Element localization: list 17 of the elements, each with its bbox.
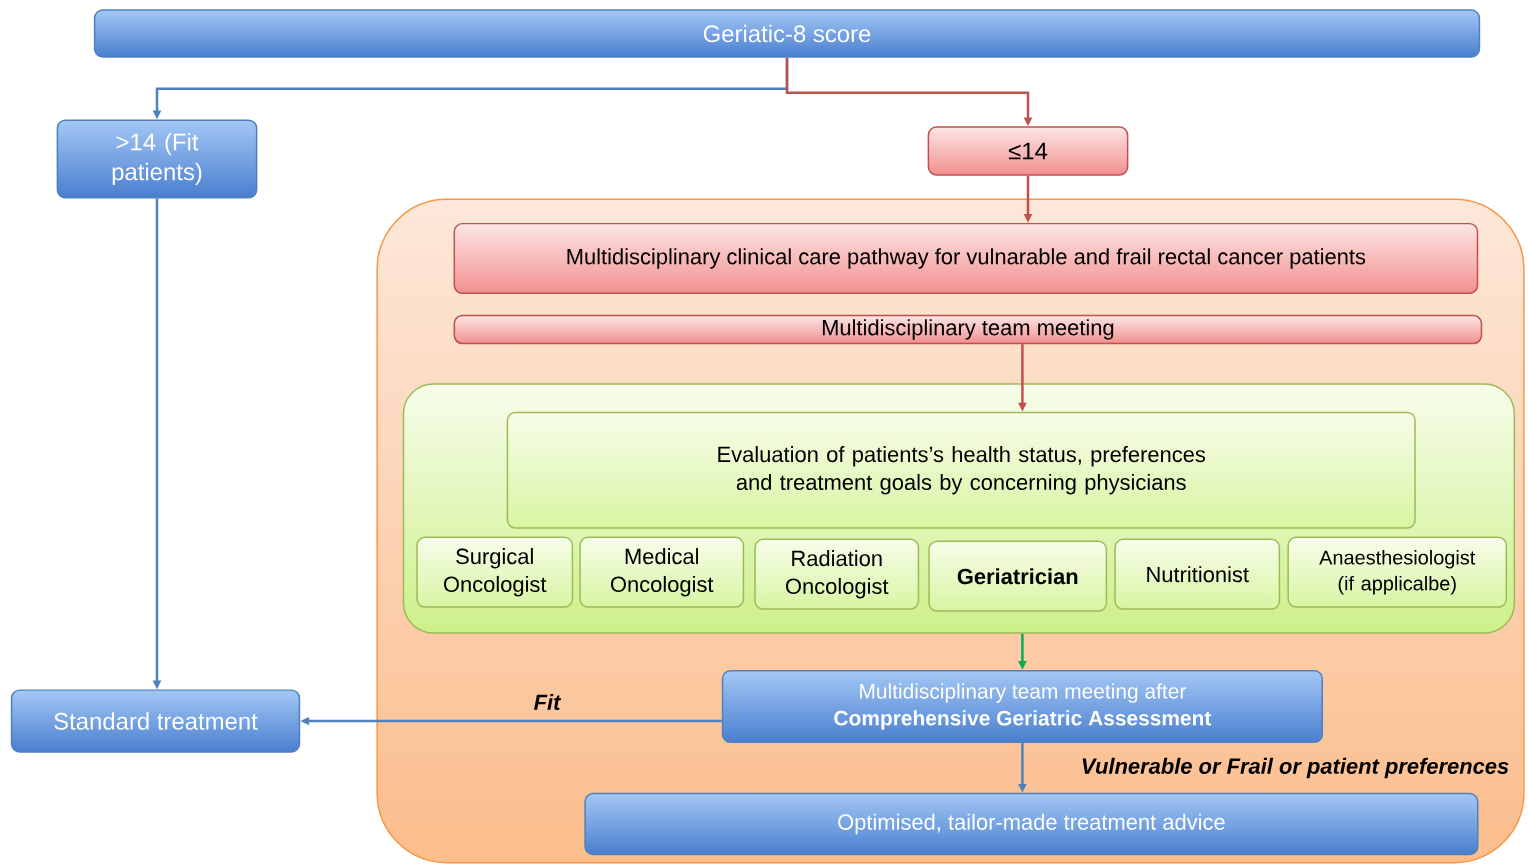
physician-box: Anaesthesiologist (if applicalbe) (1287, 536, 1508, 608)
meeting-box: Multidisciplinary team meeting after Comprehensive Geriatric Assessment (721, 669, 1324, 744)
treatment-box: Standard treatment (10, 689, 301, 753)
physician-box: Geriatrician (928, 540, 1108, 612)
score-box: Geriatic-8 score (93, 9, 1481, 58)
meeting-bar: Multidisciplinary team meeting (453, 314, 1483, 345)
advice-box: Optimised, tailor-made treatment advice (584, 792, 1479, 856)
edge-label: Vulnerable or Frail or patient preferences (1082, 757, 1509, 779)
physician-box: Nutritionist (1114, 538, 1281, 610)
result-box: ≤14 (927, 126, 1129, 176)
physician-box: Surgical Oncologist (416, 536, 574, 608)
evaluation-box: Evaluation of patients’s health status, preferences and treatment goals by concerning physicians (506, 411, 1416, 529)
result-box: >14 (Fit patients) (56, 119, 258, 199)
physician-box: Radiation Oncologist (754, 538, 920, 610)
pathway-box: Multidisciplinary clinical care pathway for vulnarable and frail rectal cancer patients (453, 222, 1479, 295)
edge-label: Fit (534, 693, 562, 711)
physician-box: Medical Oncologist (579, 536, 745, 608)
